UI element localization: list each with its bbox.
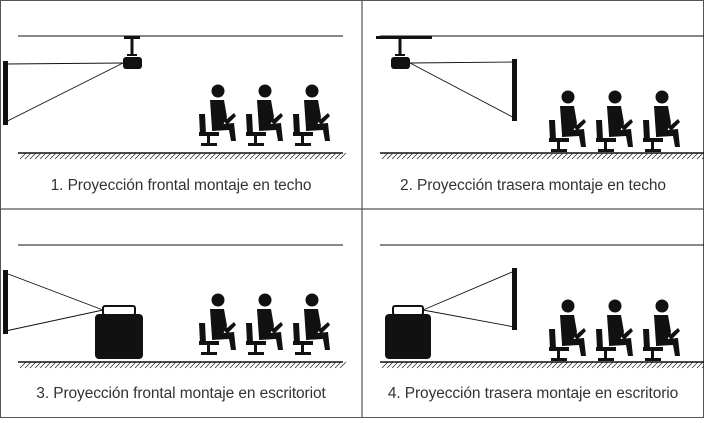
- installation-panel-3: [3, 244, 347, 369]
- projector-desk-unit: [385, 314, 431, 359]
- projection-ray-top: [5, 62, 124, 65]
- seated-person-icon: [246, 84, 283, 146]
- projection-ray-bottom: [409, 62, 515, 119]
- caption-panel-1: 1. Proyección frontal montaje en techo: [50, 177, 312, 194]
- installation-panel-2: [376, 35, 704, 160]
- seated-person-icon: [596, 90, 633, 152]
- floor-hatching: [381, 152, 704, 160]
- projection-screen: [512, 268, 517, 330]
- caption-panel-4: 4. Proyección trasera montaje en escrito…: [387, 385, 679, 402]
- floor-hatching: [19, 361, 347, 369]
- seated-person-icon: [643, 90, 680, 152]
- seated-person-icon: [549, 90, 586, 152]
- projection-ray-bottom: [5, 62, 124, 123]
- floor-hatching: [381, 361, 704, 369]
- ceiling-plate: [376, 36, 432, 39]
- projector-icon: [392, 305, 424, 316]
- seated-person-icon: [199, 84, 236, 146]
- seated-person-icon: [293, 293, 330, 355]
- projector-desk-unit: [95, 314, 143, 359]
- mount-rod: [130, 39, 134, 55]
- projection-ray-top: [422, 270, 515, 311]
- projection-screen: [512, 59, 517, 121]
- floor-hatching: [19, 152, 347, 160]
- projection-ray-top: [5, 272, 104, 311]
- installation-panel-4: [380, 244, 704, 369]
- caption-panel-3: 3. Proyección frontal montaje en escrito…: [36, 385, 326, 402]
- projection-ray-bottom: [422, 309, 515, 328]
- mount-rod: [398, 39, 402, 55]
- seated-person-icon: [246, 293, 283, 355]
- seated-person-icon: [549, 299, 586, 361]
- projector-icon: [102, 305, 136, 316]
- caption-panel-2: 2. Proyección trasera montaje en techo: [400, 177, 666, 194]
- ceiling-plate: [124, 36, 140, 39]
- seated-person-icon: [293, 84, 330, 146]
- seated-person-icon: [596, 299, 633, 361]
- projection-screen: [3, 61, 8, 125]
- projection-screen: [3, 270, 8, 334]
- projection-ray-bottom: [5, 309, 104, 332]
- projector-icon: [391, 57, 410, 69]
- projector-icon: [123, 57, 142, 69]
- seated-person-icon: [643, 299, 680, 361]
- projection-ray-top: [409, 61, 515, 64]
- installation-panel-1: [3, 35, 347, 160]
- seated-person-icon: [199, 293, 236, 355]
